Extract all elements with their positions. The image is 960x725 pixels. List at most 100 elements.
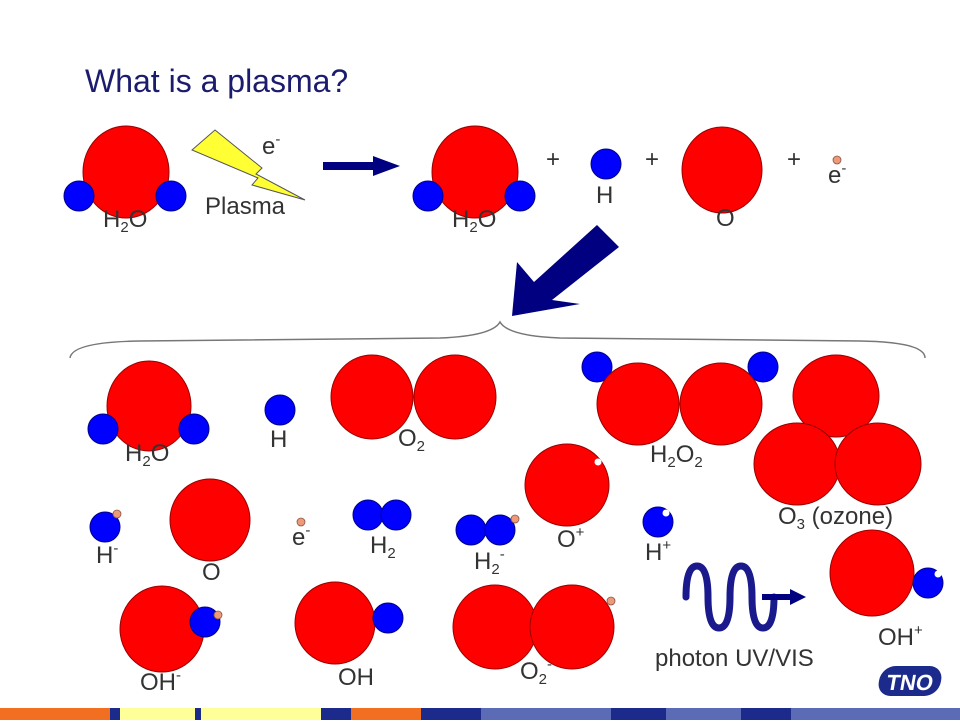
stripe-segment xyxy=(666,708,741,720)
hydrogen-atom xyxy=(264,394,296,426)
hydrogen-peroxide-label: H2O2 xyxy=(650,441,703,471)
arrow-shaft xyxy=(323,162,375,170)
reactant-water-molecule: H2O xyxy=(63,125,187,236)
hydrogen-atom xyxy=(455,514,487,546)
oxygen-atom xyxy=(679,362,763,446)
hydrogen-molecule-label: H2 xyxy=(370,532,396,562)
oxygen-molecule-label: O2 xyxy=(398,425,425,455)
oxygen-atom xyxy=(82,125,170,219)
electron-dot xyxy=(213,610,223,620)
oxygen-atom-label: O xyxy=(202,559,221,586)
slide-title: What is a plasma? xyxy=(85,63,348,99)
logo-backdrop xyxy=(878,666,942,696)
stripe-segment xyxy=(201,708,321,720)
stripe-segment xyxy=(110,708,120,720)
oxygen-atom xyxy=(681,126,763,214)
electron-hole xyxy=(934,570,942,578)
stripe-segment xyxy=(611,708,666,720)
oxygen-atom xyxy=(106,360,192,452)
hydrogen-atom xyxy=(352,499,384,531)
photon-label: photon UV/VIS xyxy=(655,645,814,672)
hydrogen-atom xyxy=(89,511,121,543)
hydrogen-atom xyxy=(590,148,622,180)
stripe-segment xyxy=(421,708,481,720)
down-left-arrow-icon xyxy=(512,225,619,316)
superoxide-label: O2- xyxy=(520,656,552,688)
product-water-molecule: H2O xyxy=(412,125,536,236)
species-proton: H+ xyxy=(642,506,674,566)
reactant-water-label: H2O xyxy=(103,206,147,236)
plus-sign: + xyxy=(787,146,801,173)
hydrogen-atom xyxy=(747,351,779,383)
hydroxyl-cation-label: OH+ xyxy=(878,622,923,651)
oxygen-atom xyxy=(596,362,680,446)
hydrogen-molecule-anion-label: H2- xyxy=(474,546,505,578)
hydrogen-atom-product: H xyxy=(590,148,622,209)
species-water: H2O xyxy=(87,360,210,470)
photon-wave xyxy=(682,562,806,632)
hydrogen-atom xyxy=(372,602,404,634)
electron-hole xyxy=(662,509,670,517)
oxygen-atom xyxy=(529,584,615,670)
species-hydrogen-molecule: H2 xyxy=(352,499,412,562)
hydrogen-atom xyxy=(178,413,210,445)
grouping-brace xyxy=(69,320,926,359)
oxygen-atom xyxy=(169,478,251,562)
oxygen-label: O xyxy=(716,205,735,232)
oxygen-atom xyxy=(413,354,497,440)
plasma-lightning xyxy=(191,129,306,201)
arrow-head-icon xyxy=(373,156,400,176)
stripe-segment xyxy=(321,708,351,720)
electron-label: e- xyxy=(292,522,310,551)
hydroxyl-label: OH xyxy=(338,664,374,691)
photon-arrow-head-icon xyxy=(790,589,806,605)
hydrogen-atom xyxy=(504,180,536,212)
oxygen-atom xyxy=(834,422,922,506)
hydrogen-atom xyxy=(412,180,444,212)
hydrogen-atom xyxy=(87,413,119,445)
plasma-electron-label: e- xyxy=(262,131,280,160)
hydrogen-label: H xyxy=(270,426,287,453)
oxygen-atom xyxy=(452,584,538,670)
water-label: H2O xyxy=(125,440,169,470)
product-water-label: H2O xyxy=(452,206,496,236)
plus-sign: + xyxy=(546,146,560,173)
species-hydrogen-molecule-anion: H2- xyxy=(455,514,520,578)
species-oxygen-molecule: O2 xyxy=(330,354,497,455)
species-hydrogen-peroxide: H2O2 xyxy=(581,351,779,471)
electron-dot xyxy=(296,517,306,527)
electron-product-label: e- xyxy=(828,160,846,189)
oxygen-atom xyxy=(792,354,880,438)
stripe-segment xyxy=(791,708,960,720)
hydrogen-atom xyxy=(63,180,95,212)
species-hydride: H- xyxy=(89,509,122,569)
hydrogen-atom xyxy=(155,180,187,212)
photon-arrow-shaft xyxy=(762,594,792,600)
plasma-label: Plasma xyxy=(205,193,286,220)
hydrogen-atom xyxy=(189,606,221,638)
oxygen-atom xyxy=(294,581,376,665)
photon-wave-icon xyxy=(682,562,778,632)
stripe-segment xyxy=(351,708,421,720)
species-hydrogen: H xyxy=(264,394,296,453)
oxygen-atom xyxy=(829,529,915,617)
tno-logo: TNO xyxy=(878,666,942,696)
hydroxide-label: OH- xyxy=(140,667,181,696)
proton-label: H+ xyxy=(645,537,671,566)
stripe-segment xyxy=(120,708,195,720)
hydrogen-atom xyxy=(484,514,516,546)
logo-text: TNO xyxy=(885,670,936,695)
stripe-segment xyxy=(741,708,791,720)
electron-hole xyxy=(594,458,602,466)
electron-dot xyxy=(510,514,520,524)
hydrogen-atom xyxy=(380,499,412,531)
oxygen-atom xyxy=(431,125,519,219)
oxygen-atom xyxy=(330,354,414,440)
hydrogen-atom xyxy=(581,351,613,383)
hydride-label: H- xyxy=(96,540,118,569)
species-oxygen-atom: O xyxy=(169,478,251,586)
reaction-arrow xyxy=(323,156,400,176)
oxygen-atom xyxy=(524,443,610,527)
